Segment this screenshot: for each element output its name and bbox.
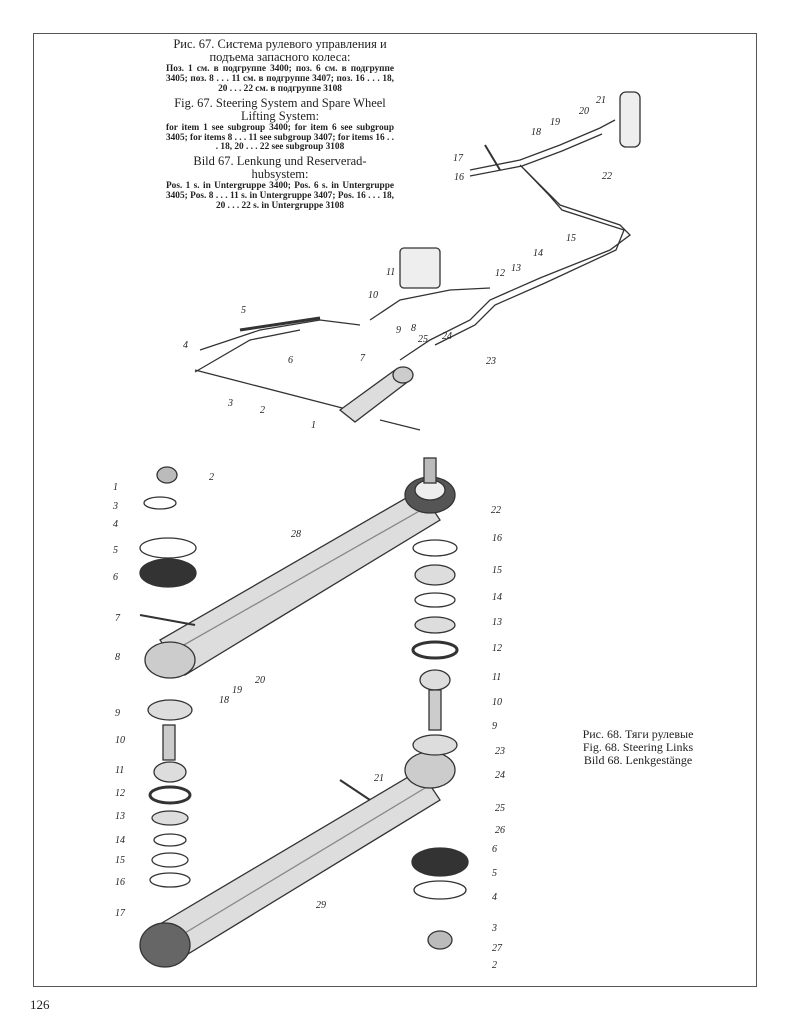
- caption-de-body: Pos. 1 s. in Untergruppe 3400; Pos. 6 s.…: [166, 181, 394, 211]
- fig67-callout: 12: [495, 268, 505, 279]
- fig67-callout: 24: [442, 331, 452, 342]
- caption-de-title: Bild 68. Lenkgestänge: [583, 753, 693, 768]
- figure-67-caption: Рис. 67. Система рулевого управления и п…: [166, 37, 394, 214]
- fig67-callout: 2: [260, 405, 265, 416]
- fig68-left-callout: 2: [209, 472, 214, 483]
- fig68-left-callout: 12: [115, 788, 125, 799]
- fig68-left-callout: 15: [115, 855, 125, 866]
- fig67-callout: 5: [241, 305, 246, 316]
- fig67-callout: 11: [386, 267, 395, 278]
- fig68-right-callout: 12: [492, 643, 502, 654]
- fig68-right-callout: 16: [492, 533, 502, 544]
- fig67-callout: 18: [531, 127, 541, 138]
- caption-ru-title: Рис. 67. Система рулевого управления и п…: [173, 37, 387, 65]
- fig68-left-callout: 28: [291, 529, 301, 540]
- fig68-left-callout: 29: [316, 900, 326, 911]
- fig67-callout: 1: [311, 420, 316, 431]
- fig68-left-callout: 4: [113, 519, 118, 530]
- fig68-left-callout: 20: [255, 675, 265, 686]
- fig68-left-callout: 19: [232, 685, 242, 696]
- caption-en-title: Fig. 68. Steering Links: [582, 740, 694, 755]
- fig68-left-callout: 14: [115, 835, 125, 846]
- fig68-right-callout: 9: [492, 721, 497, 732]
- fig67-callout: 10: [368, 290, 378, 301]
- fig68-right-callout: 3: [491, 923, 497, 934]
- fig68-right-callout: 6: [492, 844, 497, 855]
- page-number: 126: [30, 997, 50, 1012]
- caption-en-body: for item 1 see subgroup 3400; for item 6…: [166, 122, 394, 153]
- fig68-left-callout: 21: [374, 773, 384, 784]
- fig67-callout: 17: [453, 153, 464, 164]
- fig67-callout: 20: [579, 106, 589, 117]
- fig68-right-callout: 2: [492, 960, 497, 971]
- page-frame: [33, 33, 757, 987]
- fig68-left-callout: 7: [115, 613, 121, 624]
- figure-68-callouts: 1324567891011121314151617181920282921221…: [112, 472, 505, 971]
- fig67-callout: 25: [418, 334, 428, 345]
- fig68-left-callout: 11: [115, 765, 124, 776]
- fig68-right-callout: 26: [495, 825, 505, 836]
- caption-ru-title: Рис. 68. Тяги рулевые: [582, 727, 694, 741]
- caption-ru-body: Поз. 1 см. в подгруппе 3400; поз. 6 см. …: [166, 64, 394, 94]
- fig68-left-callout: 5: [113, 545, 118, 556]
- fig68-right-callout: 14: [492, 592, 502, 603]
- fig68-left-callout: 6: [113, 572, 118, 583]
- fig67-callout: 7: [360, 353, 366, 364]
- fig67-callout: 14: [533, 248, 543, 259]
- fig67-callout: 8: [411, 323, 416, 334]
- fig68-left-callout: 3: [112, 501, 118, 512]
- fig68-right-callout: 23: [495, 746, 505, 757]
- figure-68-drawing: [139, 457, 469, 968]
- fig68-left-callout: 1: [113, 482, 118, 493]
- fig67-callout: 23: [486, 356, 496, 367]
- fig68-left-callout: 10: [115, 735, 125, 746]
- fig67-callout: 16: [454, 172, 464, 183]
- fig68-left-callout: 22: [491, 505, 501, 516]
- fig68-right-callout: 4: [492, 892, 497, 903]
- fig67-callout: 15: [566, 233, 576, 244]
- fig68-right-callout: 11: [492, 672, 501, 683]
- fig68-right-callout: 13: [492, 617, 502, 628]
- caption-de-title: Bild 67. Lenkung und Reserverad-hubsyste…: [193, 154, 367, 182]
- fig68-left-callout: 16: [115, 877, 125, 888]
- fig68-left-callout: 13: [115, 811, 125, 822]
- fig67-callout: 9: [396, 325, 401, 336]
- fig67-callout: 19: [550, 117, 560, 128]
- figure-68-caption: Рис. 68. Тяги рулевые Fig. 68. Steering …: [548, 727, 728, 768]
- fig68-right-callout: 10: [492, 697, 502, 708]
- fig68-left-callout: 18: [219, 695, 229, 706]
- figure-67-drawing: [194, 91, 641, 431]
- fig68-right-callout: 15: [492, 565, 502, 576]
- fig68-right-callout: 27: [492, 943, 503, 954]
- fig68-right-callout: 25: [495, 803, 505, 814]
- fig67-callout: 4: [183, 340, 188, 351]
- fig68-right-callout: 5: [492, 868, 497, 879]
- fig68-right-callout: 24: [495, 770, 505, 781]
- fig68-left-callout: 9: [115, 708, 120, 719]
- fig67-callout: 13: [511, 263, 521, 274]
- fig67-callout: 3: [227, 398, 233, 409]
- fig67-callout: 22: [602, 171, 612, 182]
- fig67-callout: 21: [596, 95, 606, 106]
- fig68-left-callout: 17: [115, 908, 126, 919]
- caption-en-title: Fig. 67. Steering System and Spare Wheel…: [174, 95, 386, 123]
- fig67-callout: 6: [288, 355, 293, 366]
- fig68-left-callout: 8: [115, 652, 120, 663]
